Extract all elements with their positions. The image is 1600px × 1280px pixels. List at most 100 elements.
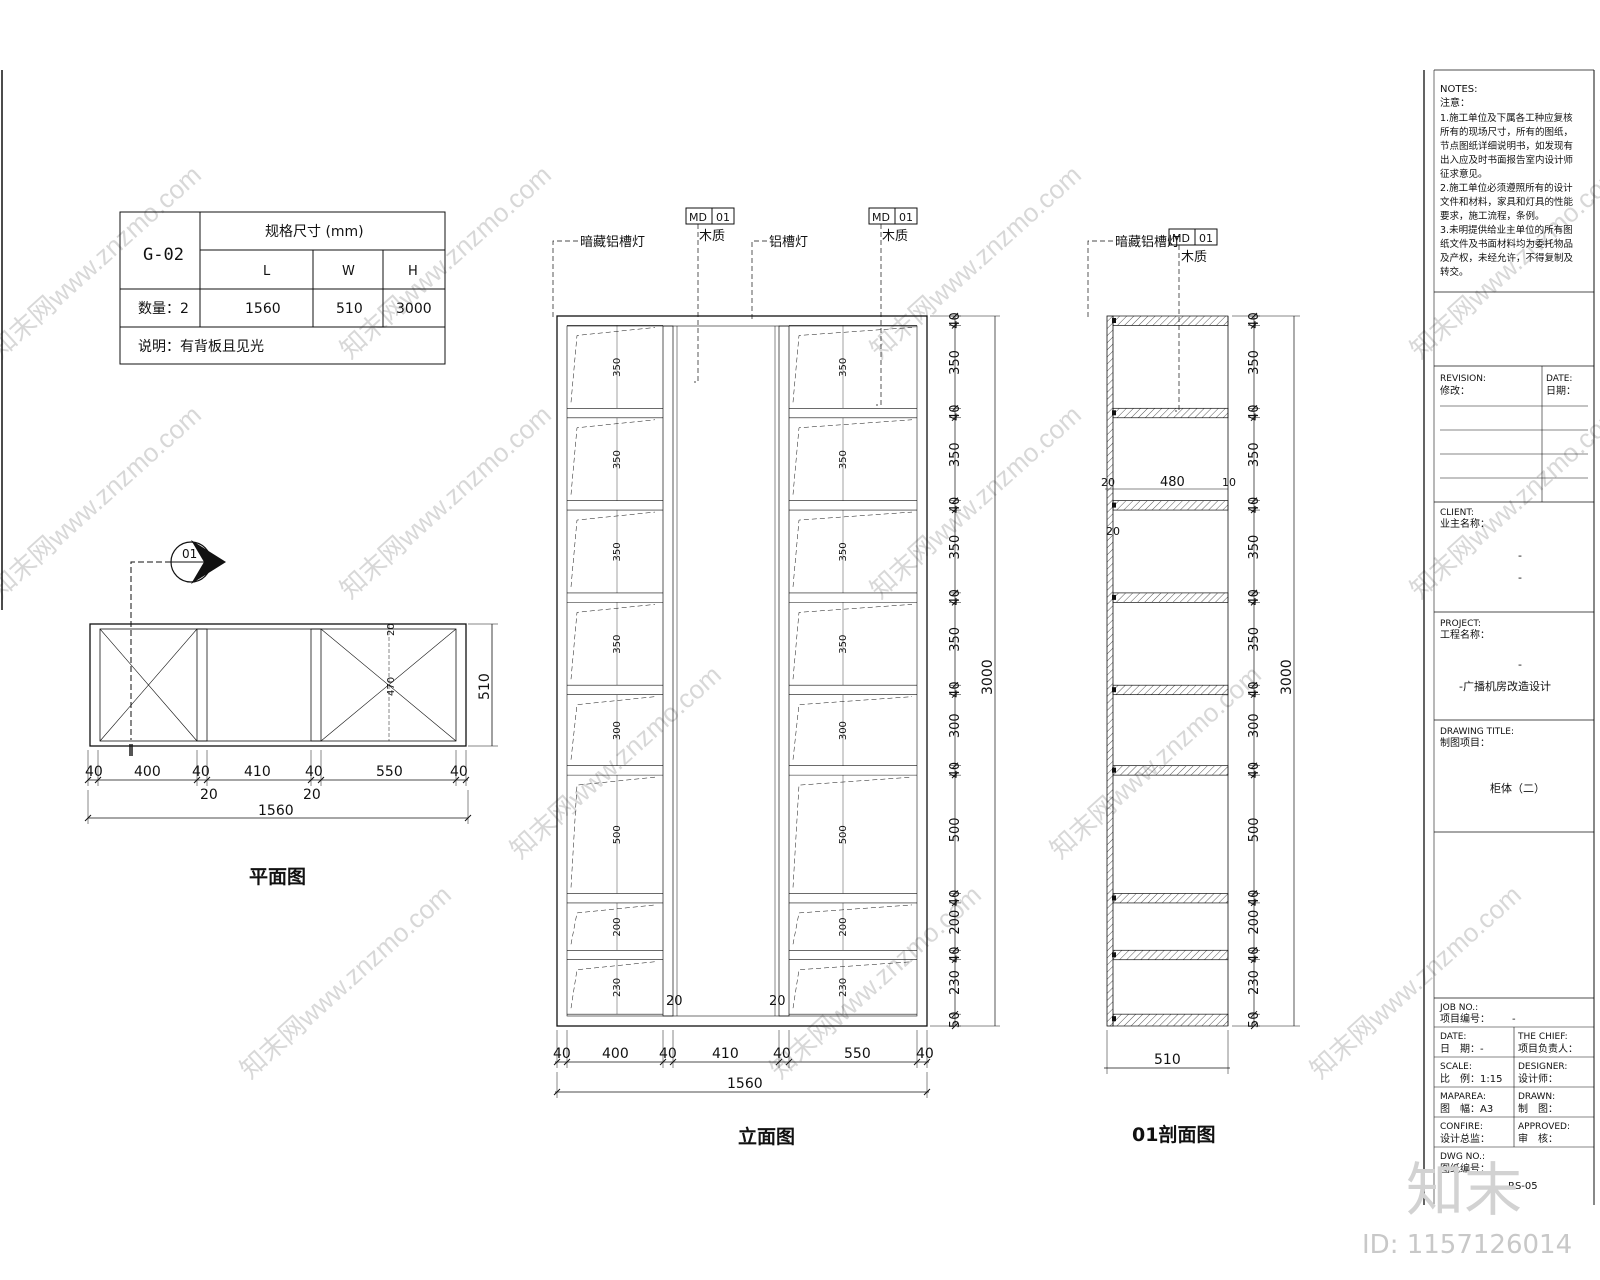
sect-height-13: 200 [1247,910,1262,935]
tb-drawing-label: DRAWING TITLE: [1440,727,1514,737]
elev-mat1-code: MD [689,211,707,224]
tb-mapsize-cn: 图 幅：A3 [1440,1102,1493,1115]
tb-confirm-label: CONFIRE: [1440,1122,1483,1132]
plan-gap-1: 20 [303,787,321,803]
sect-height-5: 350 [1247,535,1262,560]
spec-size-header: 规格尺寸 (mm) [265,224,364,240]
elev-height-10: 40 [948,762,963,779]
elev-height-2: 40 [948,404,963,421]
elev-mat1-name: 木质 [699,229,725,244]
tb-note-line: 及产权，未经允许，不得复制及 [1440,252,1574,264]
sect-height-4: 40 [1247,497,1262,514]
spec-col-l: L [263,264,271,279]
sect-height-7: 350 [1247,627,1262,652]
watermark-text: 知末网www.znzmo.com [234,879,457,1084]
tb-revision-cn: 修改： [1440,384,1470,397]
elev-height-16: 50 [948,1012,963,1029]
tb-date2-cn: 日 期：- [1440,1043,1484,1055]
plan-w-3: 410 [244,764,271,780]
tb-dwg-cn: 图纸编号： [1440,1162,1490,1175]
tb-chief-cn: 项目负责人： [1518,1042,1578,1055]
tb-note-line: 纸文件及书面材料均为委托物品 [1440,238,1573,250]
tb-revision-label: REVISION: [1440,374,1486,384]
elev-shelf-label: 230 [838,978,849,997]
title-block: NOTES: 注意： 1.施工单位及下属各工种应复核所有的现场尺寸，所有的图纸，… [1423,69,1595,1205]
elev-height-8: 40 [948,681,963,698]
sect-height-9: 300 [1247,713,1262,738]
spec-val-h: 3000 [396,301,432,317]
tb-client-val1: - [1518,549,1522,562]
sect-right-off: 10 [1222,476,1236,489]
tb-drawn-cn: 制 图： [1518,1102,1558,1115]
elev-w-0: 40 [553,1046,571,1062]
sect-shelf-board [1112,949,1229,961]
elev-w-5: 550 [844,1046,871,1062]
elev-height-0: 40 [948,312,963,329]
plan-inner-dim-1: 20 [386,623,397,636]
tb-job-val: - [1512,1014,1516,1025]
elev-mid-gap-left: 20 [666,994,683,1009]
elevation-title: 立面图 [738,1125,795,1148]
elev-frame [556,315,928,1027]
tb-date-cn: 日期： [1546,385,1576,397]
tb-client-cn: 业主名称： [1440,517,1490,530]
tb-client-label: CLIENT: [1440,508,1474,518]
sect-height-3: 350 [1247,442,1262,467]
watermark-layer: 知末网www.znzmo.com 知末网www.znzmo.com 知末网www.z… [0,159,1600,1084]
plan-depth-dim: 510 [477,673,493,700]
plan-inner-dim-2: 470 [386,677,397,696]
sect-height-1: 350 [1247,350,1262,375]
elev-shelf-label: 350 [838,542,849,561]
elev-mid-gap-right: 20 [769,994,786,1009]
elev-shelf-label: 300 [838,721,849,740]
sect-height-14: 40 [1247,946,1262,963]
spec-code: G-02 [143,245,184,265]
tb-confirm-cn: 设计总监： [1440,1132,1490,1145]
elev-shelf-label: 500 [838,825,849,844]
plan-title: 平面图 [249,866,306,888]
tb-note-line: 所有的现场尺寸，所有的图纸， [1440,126,1573,138]
sect-height-12: 40 [1247,890,1262,907]
tb-notes-cn: 注意： [1440,96,1470,109]
elev-shelf-label: 350 [838,450,849,469]
elev-height-11: 500 [948,817,963,842]
tb-approved-label: APPROVED: [1518,1122,1570,1132]
elev-height-12: 40 [948,890,963,907]
sect-mat-num: 01 [1199,232,1213,245]
tb-note-line: 要求，施工流程，条例。 [1440,210,1545,222]
tb-scale-cn: 比 例：1:15 [1440,1072,1502,1085]
tb-client-val2: - [1518,571,1522,584]
tb-date-label: DATE: [1546,374,1572,384]
elev-shelf-label: 300 [612,721,623,740]
tb-drawing-val: 柜体（二） [1490,781,1545,795]
elev-shelf-label: 350 [612,635,623,654]
section-marker-label: 01 [182,547,197,561]
elev-w-3: 410 [712,1046,739,1062]
spec-table: G-02 规格尺寸 (mm) L W H 数量：2 1560 510 3000 … [119,211,446,365]
sect-shelf-board [1112,500,1229,511]
watermark-text: 知末网www.znzmo.com [864,399,1087,604]
watermark-text: 知末网www.znzmo.com [0,399,207,604]
watermark-text: 知末网www.znzmo.com [864,159,1087,364]
elev-w-1: 400 [602,1046,629,1062]
tb-scale-label: SCALE: [1440,1062,1472,1072]
elev-height-7: 350 [948,627,963,652]
tb-job-label: JOB NO.: [1439,1003,1478,1013]
elev-shelf-label: 350 [612,450,623,469]
tb-project-val1: - [1518,658,1522,671]
watermark-text: 知末网www.znzmo.com [1304,879,1527,1084]
tb-note-line: 2.施工单位必须遵照所有的设计 [1440,182,1573,194]
sect-shelf-board [1112,893,1229,904]
section-view: 暗藏铝槽灯 MD 01 木质 20 480 10 20 403504035040… [1087,228,1300,1146]
sect-shelf-board [1112,407,1229,419]
tb-note-line: 文件和材料，家具和灯具的性能 [1440,196,1574,208]
elev-shelf-label: 350 [838,635,849,654]
plan-total: 1560 [258,803,294,819]
sect-back-panel [1106,315,1114,1027]
sect-height-6: 40 [1247,589,1262,606]
spec-qty: 数量：2 [138,301,189,317]
elev-mat2-num: 01 [899,211,913,224]
plan-view: 01 20 470 510 40 400 40 410 40 550 40 20 [84,540,498,888]
tb-note-line: 3.未明提供给业主单位的所有图 [1440,224,1573,236]
tb-note-line: 出入应及时书面报告室内设计师 [1440,154,1573,166]
